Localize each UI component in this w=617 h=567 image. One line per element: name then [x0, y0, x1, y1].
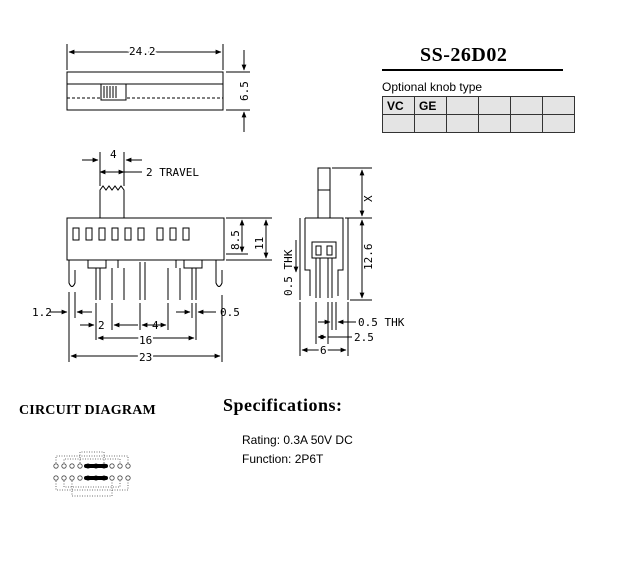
dim-thk-right: 0.5 THK — [358, 316, 405, 329]
knob-cell — [446, 96, 479, 115]
knob-cell — [510, 96, 543, 115]
dim-24-2: 24.2 — [129, 45, 156, 58]
side-view — [293, 167, 372, 356]
knob-cell: GE — [414, 96, 447, 115]
contact-bar-top — [84, 464, 108, 468]
front-view-body — [66, 217, 225, 261]
specifications-title: Specifications: — [223, 395, 343, 415]
part-number-title: SS-26D02 — [420, 44, 508, 66]
knob-cell — [478, 96, 511, 115]
circuit-diagram — [53, 451, 131, 497]
side-view-body — [304, 217, 344, 296]
dim-4: 4 — [152, 319, 159, 332]
dim-11: 11 — [253, 237, 266, 250]
knob-type-table: VC GE — [382, 96, 575, 133]
spec-function: Function: 2P6T — [242, 452, 324, 466]
front-view-knob — [99, 185, 125, 218]
knob-table-row — [382, 114, 575, 133]
contact-bar-bottom — [84, 476, 108, 480]
knob-cell — [446, 114, 479, 133]
dim-1-2: 1.2 — [32, 306, 52, 319]
dim-knob-4: 4 — [110, 148, 117, 161]
front-view — [50, 152, 272, 362]
circuit-diagram-title: CIRCUIT DIAGRAM — [19, 403, 156, 418]
dim-x: X — [362, 195, 375, 202]
dim-6-5: 6.5 — [238, 81, 251, 101]
spec-rating: Rating: 0.3A 50V DC — [242, 433, 353, 447]
knob-cell — [510, 114, 543, 133]
knob-table-row: VC GE — [382, 96, 575, 115]
title-underline — [382, 69, 563, 71]
side-view-knob — [317, 167, 331, 219]
top-view-body — [66, 71, 224, 111]
dim-16: 16 — [139, 334, 152, 347]
knob-cell — [542, 96, 575, 115]
dim-12-6: 12.6 — [362, 244, 375, 271]
knob-table-caption: Optional knob type — [382, 80, 483, 94]
top-view — [66, 44, 250, 132]
dim-thk-left: 0.5 THK — [282, 249, 295, 296]
dim-travel: 2 TRAVEL — [146, 166, 199, 179]
dim-6: 6 — [320, 344, 327, 357]
dim-0-5: 0.5 — [220, 306, 240, 319]
knob-cell: VC — [382, 96, 415, 115]
dim-2: 2 — [98, 319, 105, 332]
knob-cell — [542, 114, 575, 133]
knob-cell — [382, 114, 415, 133]
dim-8-5: 8.5 — [229, 230, 242, 250]
knob-cell — [414, 114, 447, 133]
dim-2-5: 2.5 — [354, 331, 374, 344]
dim-23: 23 — [139, 351, 152, 364]
knob-cell — [478, 114, 511, 133]
